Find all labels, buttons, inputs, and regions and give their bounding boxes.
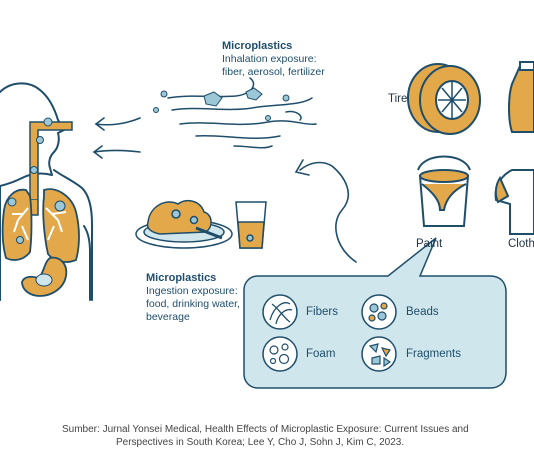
mouth-particles xyxy=(30,117,53,174)
ingestion-title: Microplastics xyxy=(146,272,217,284)
inhalation-line-1: Inhalation exposure: xyxy=(222,53,317,65)
source-line-2: Perspectives in South Korea; Lee Y, Cho … xyxy=(116,437,405,448)
inhalation-line-2: fiber, aerosol, fertilizer xyxy=(222,66,325,78)
drinking-glass-icon xyxy=(235,201,267,249)
ingestion-line-2: food, drinking water, xyxy=(146,298,240,310)
fragments-label: Fragments xyxy=(406,348,461,360)
foam-icon xyxy=(262,336,298,372)
wind-icon xyxy=(167,77,317,149)
fibers-icon xyxy=(262,294,298,330)
arrow-to-chest-icon xyxy=(92,145,141,159)
beads-icon xyxy=(361,294,397,330)
lungs-icon xyxy=(1,188,80,263)
shirt-icon xyxy=(494,169,534,235)
curved-arrow-icon xyxy=(294,159,357,263)
fibers-label: Fibers xyxy=(306,306,338,318)
ingestion-line-1: Ingestion exposure: xyxy=(146,285,238,297)
tire-label: Tire xyxy=(388,93,408,105)
air-particles xyxy=(153,87,290,121)
cloth-label: Cloth xyxy=(508,238,534,250)
food-plate-icon xyxy=(135,199,233,249)
stomach-icon xyxy=(21,256,68,297)
source-line-1: Sumber: Jurnal Yonsei Medical, Health Ef… xyxy=(62,424,469,435)
paint-bucket-icon xyxy=(417,155,471,227)
arrow-to-head-icon xyxy=(94,117,141,131)
beads-label: Beads xyxy=(406,306,439,318)
tire-icon xyxy=(407,63,481,135)
paint-label: Paint xyxy=(416,238,443,250)
ingestion-line-3: beverage xyxy=(146,311,190,323)
fragments-icon xyxy=(361,336,397,372)
bottle-icon xyxy=(508,61,534,133)
inhalation-title: Microplastics xyxy=(222,40,293,52)
foam-label: Foam xyxy=(306,348,336,360)
human-body-icon xyxy=(0,82,93,301)
